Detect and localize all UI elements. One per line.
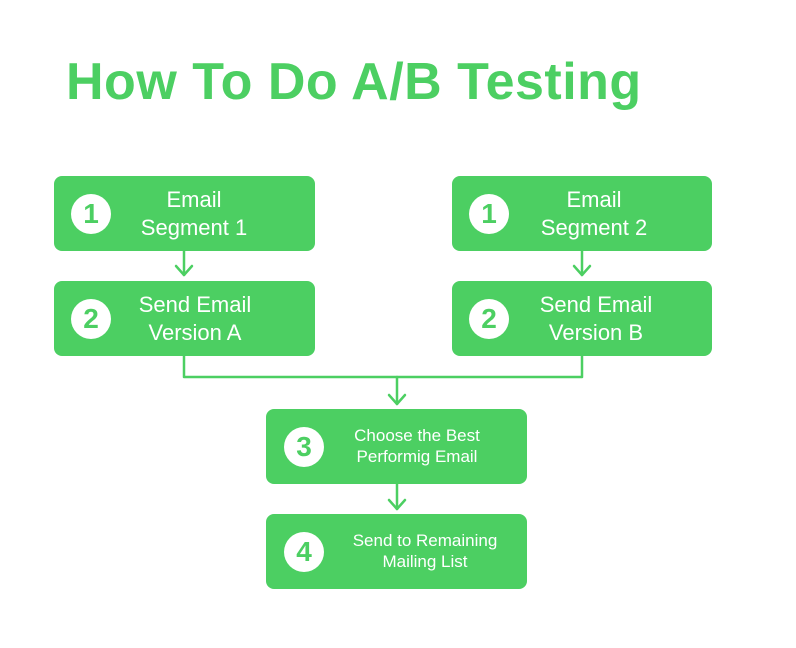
step-number-badge: 3	[284, 427, 324, 467]
step-number-badge: 2	[469, 299, 509, 339]
step-number-badge: 1	[469, 194, 509, 234]
step-send-version-a: 2 Send Email Version A	[54, 281, 315, 356]
step-email-segment-2: 1 Email Segment 2	[452, 176, 712, 251]
step-label-line2: Version B	[548, 319, 644, 345]
step-label-line2: Segment 2	[540, 214, 648, 240]
step-label-line1: Email	[566, 187, 622, 212]
step-label-line1: Choose the Best	[354, 426, 480, 445]
page-title: How To Do A/B Testing	[66, 53, 642, 111]
step-label: Send Email Version B	[521, 291, 671, 346]
step-email-segment-1: 1 Email Segment 1	[54, 176, 315, 251]
arrowhead-choose-to-remaining	[387, 498, 407, 511]
step-label-line1: Send to Remaining	[352, 531, 498, 550]
step-number-badge: 4	[284, 532, 324, 572]
step-label-line1: Send Email	[539, 292, 653, 317]
step-send-version-b: 2 Send Email Version B	[452, 281, 712, 356]
step-label-line2: Version A	[148, 319, 242, 345]
arrowhead-segment1-to-versiona	[174, 264, 194, 277]
step-label: Email Segment 2	[522, 186, 666, 241]
arrowhead-segment2-to-versionb	[572, 264, 592, 277]
step-label: Choose the Best Performig Email	[336, 425, 498, 468]
step-number-badge: 2	[71, 299, 111, 339]
step-label-line2: Segment 1	[140, 214, 248, 240]
merge-line	[182, 354, 584, 379]
step-label-line2: Mailing List	[382, 552, 468, 572]
step-label-line1: Email	[166, 187, 222, 212]
step-label: Send to Remaining Mailing List	[336, 530, 514, 573]
step-label: Email Segment 1	[124, 186, 264, 241]
step-number-badge: 1	[71, 194, 111, 234]
step-choose-best: 3 Choose the Best Performig Email	[266, 409, 527, 484]
step-label: Send Email Version A	[120, 291, 270, 346]
step-label-line2: Performig Email	[356, 447, 478, 467]
step-send-remaining: 4 Send to Remaining Mailing List	[266, 514, 527, 589]
arrowhead-merge-to-choose	[387, 393, 407, 406]
step-label-line1: Send Email	[138, 292, 252, 317]
